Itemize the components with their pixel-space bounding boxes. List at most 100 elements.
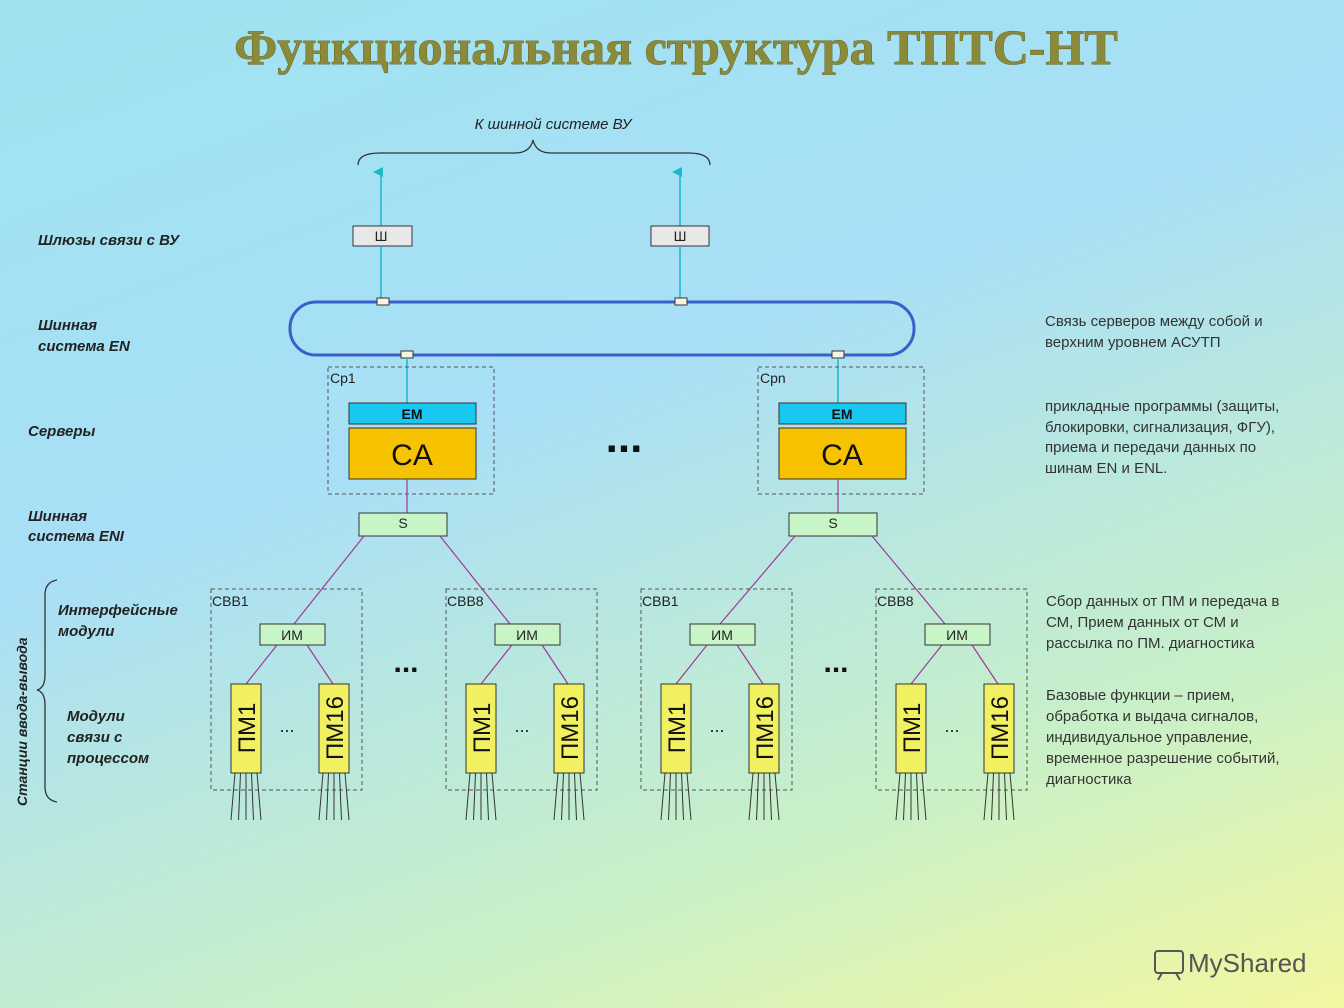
signal-wire	[339, 772, 342, 821]
label-interface-line1: Интерфейсные	[58, 602, 178, 619]
gateway-right-label: Ш	[674, 228, 687, 244]
process-module-last-label: ПМ16	[322, 696, 349, 760]
page-title: Функциональная структура ТПТС-НТ	[234, 19, 1117, 75]
process-module-first-label: ПМ1	[234, 703, 261, 754]
interface-module-box	[259, 623, 326, 646]
gateway-left: Ш	[352, 225, 413, 247]
station-name: СВВ1	[212, 593, 249, 609]
signal-wire	[903, 772, 906, 821]
interface-module-label: ИМ	[516, 627, 538, 643]
gateway-right: Ш	[650, 225, 710, 247]
desc-bus-line1: Связь серверов между собой и	[1045, 313, 1263, 330]
process-module-first-label: ПМ1	[469, 703, 496, 754]
signal-wire	[991, 772, 994, 821]
servers-ellipsis: ...	[606, 413, 643, 462]
signal-wire	[1004, 772, 1007, 821]
bus-connector	[674, 297, 688, 306]
pm-ellipsis: ...	[279, 716, 294, 736]
pm-ellipsis: ...	[514, 716, 529, 736]
process-module-last-label: ПМ16	[557, 696, 584, 760]
stations-ellipsis-left: ...	[393, 646, 418, 679]
desc-process-line4: временное разрешение событий,	[1046, 750, 1280, 767]
label-stations-vertical: Станции ввода-вывода	[14, 637, 30, 806]
signal-wire	[681, 772, 684, 821]
desc-process-line2: обработка и выдача сигналов,	[1046, 708, 1258, 725]
signal-wire	[668, 772, 671, 821]
station-name: СВВ1	[642, 593, 679, 609]
process-module-last-label: ПМ16	[987, 696, 1014, 760]
process-module-last-box	[748, 683, 780, 774]
pm-ellipsis: ...	[944, 716, 959, 736]
signal-wire	[561, 772, 564, 821]
process-module-last-box	[553, 683, 585, 774]
im-pm-link	[480, 644, 513, 685]
description-servers: прикладные программы (защиты, блокировки…	[1045, 398, 1279, 477]
im-pm-link	[971, 644, 999, 685]
process-module-first-box	[230, 683, 262, 774]
station-name: СВВ8	[447, 593, 484, 609]
station-frame	[875, 588, 1028, 791]
label-process-line1: Модули	[67, 708, 125, 725]
pm-ellipsis: ...	[709, 716, 724, 736]
signal-wire	[486, 772, 489, 821]
label-interface-line2: модули	[58, 623, 114, 640]
process-module-first-label: ПМ1	[664, 703, 691, 754]
switch-n-label: S	[828, 515, 837, 531]
station-frame	[445, 588, 598, 791]
signal-wire	[574, 772, 577, 821]
switch-n: S	[788, 512, 878, 537]
signal-wire	[251, 772, 254, 821]
server-1-name: Ср1	[330, 370, 356, 386]
stations-brace	[36, 579, 58, 803]
signal-wire	[774, 772, 780, 821]
im-pm-link	[306, 644, 334, 685]
presentation-icon	[1154, 950, 1184, 974]
interface-module-label: ИМ	[711, 627, 733, 643]
signal-wire	[748, 772, 754, 821]
server-n-ca-label: CA	[821, 439, 863, 472]
description-bus: Связь серверов между собой и верхним уро…	[1045, 313, 1263, 351]
signal-wire	[686, 772, 692, 821]
im-pm-link	[910, 644, 943, 685]
switch-im-link	[439, 535, 511, 625]
server-1: Ср1 EM CA	[327, 366, 495, 495]
signal-wire	[895, 772, 901, 821]
desc-process-line5: диагностика	[1046, 771, 1132, 788]
top-bus-label: К шинной системе ВУ	[475, 116, 633, 133]
gateway-left-label: Ш	[375, 228, 388, 244]
im-pm-link	[736, 644, 764, 685]
signal-wire	[238, 772, 241, 821]
signal-wire	[326, 772, 329, 821]
signal-wire	[1009, 772, 1015, 821]
desc-bus-line2: верхним уровнем АСУТП	[1045, 334, 1221, 351]
desc-servers-line1: прикладные программы (защиты,	[1045, 398, 1279, 415]
desc-interface-line3: рассылка по ПМ. диагностика	[1046, 635, 1255, 652]
top-brace	[357, 139, 711, 166]
station-name: СВВ8	[877, 593, 914, 609]
description-interface: Сбор данных от ПМ и передача в СМ, Прием…	[1046, 593, 1279, 652]
process-module-first-label: ПМ1	[899, 703, 926, 754]
server-1-em-label: EM	[402, 406, 423, 422]
process-module-last-box	[318, 683, 350, 774]
process-module-last-label: ПМ16	[752, 696, 779, 760]
signal-wire	[983, 772, 989, 821]
desc-servers-line2: блокировки, сигнализация, ФГУ),	[1045, 419, 1275, 436]
interface-module-box	[494, 623, 561, 646]
signal-wire	[769, 772, 772, 821]
signal-wire	[553, 772, 559, 821]
label-servers: Серверы	[28, 423, 96, 440]
interface-module-label: ИМ	[281, 627, 303, 643]
bus-en-ring	[288, 300, 916, 357]
label-bus-eni-line1: Шинная	[28, 508, 87, 525]
process-module-first-box	[465, 683, 497, 774]
server-n: Срn EM CA	[757, 366, 925, 495]
bus-connector	[831, 350, 845, 359]
signal-wire	[579, 772, 585, 821]
bus-connector	[376, 297, 390, 306]
im-pm-link	[541, 644, 569, 685]
signal-wire	[230, 772, 236, 821]
process-module-first-box	[660, 683, 692, 774]
